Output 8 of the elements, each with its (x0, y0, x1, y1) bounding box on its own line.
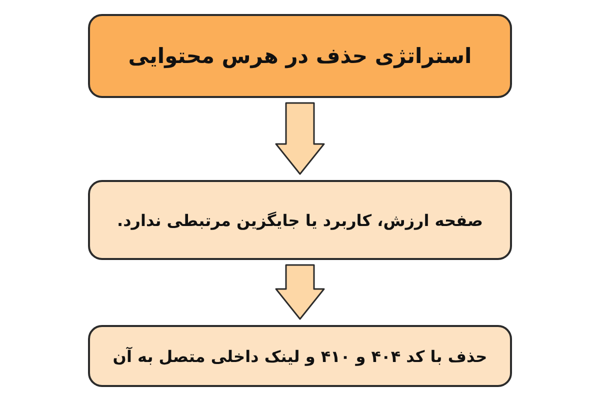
block-arrow (275, 264, 325, 320)
title-text: استراتژی حذف در هرس محتوایی (128, 44, 472, 68)
block-arrow (275, 102, 325, 175)
title-box (88, 14, 512, 98)
step-text: حذف با کد ۴۰۴ و ۴۱۰ و لینک داخلی متصل به آن (112, 346, 488, 366)
step-text: صفحه ارزش، کاربرد یا جایگزین مرتبطی ندارد. (116, 210, 484, 230)
process-box (88, 325, 512, 387)
process-box (88, 180, 512, 260)
